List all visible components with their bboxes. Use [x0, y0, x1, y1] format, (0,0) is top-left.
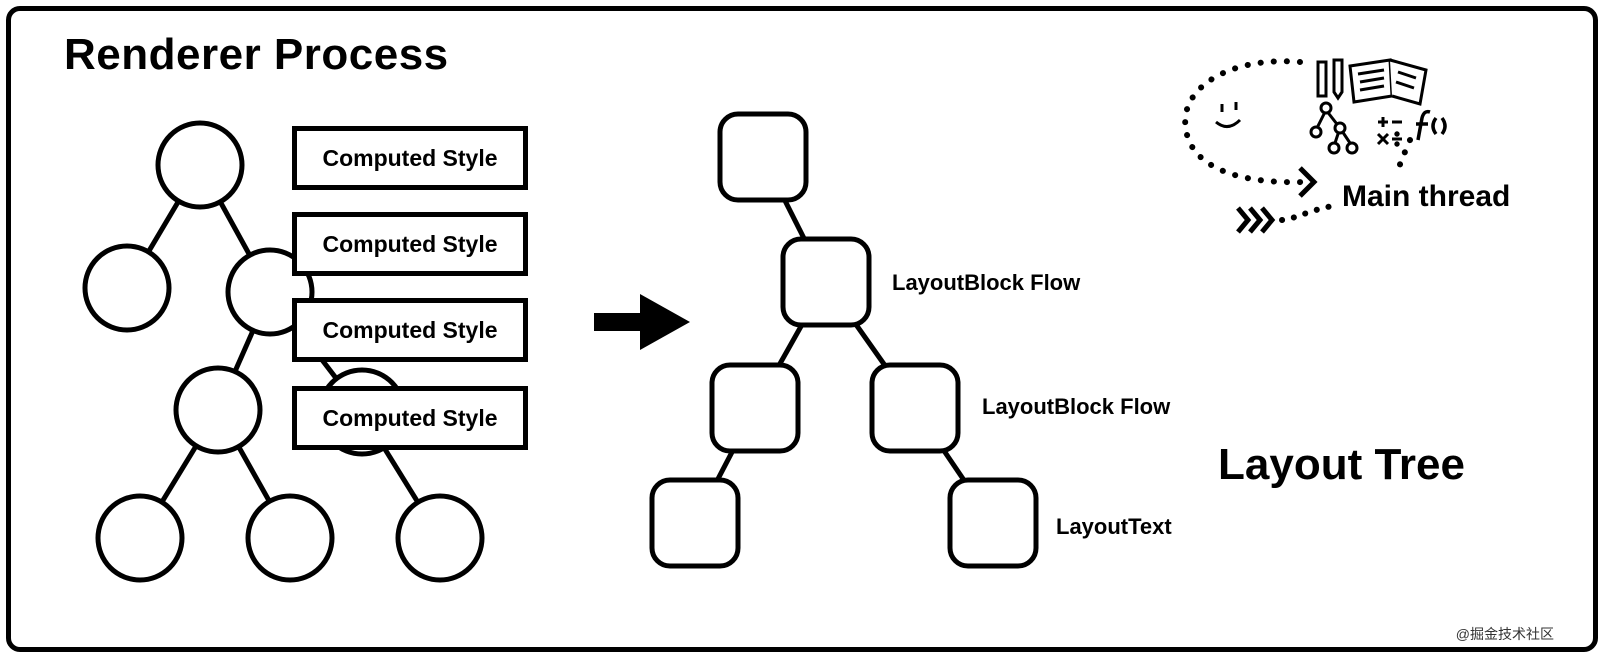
- watermark: @掘金技术社区: [1455, 626, 1554, 642]
- layout-node-text: [947, 477, 1039, 569]
- layout-node-label: LayoutBlock Flow: [982, 394, 1171, 419]
- layout-node-label: LayoutText: [1056, 514, 1172, 539]
- layout-tree-title: Layout Tree: [1218, 440, 1465, 489]
- dom-node-mid-left: [173, 365, 263, 455]
- loop-arrowhead-icon: [1298, 166, 1318, 198]
- dom-node-leaf-2: [245, 493, 335, 583]
- dom-node-leaf-3: [395, 493, 485, 583]
- computed-style-box: Computed Style: [292, 386, 528, 450]
- chevrons-icon: [1236, 206, 1276, 234]
- layout-node-label: LayoutBlock Flow: [892, 270, 1081, 295]
- layout-node-block-2: [869, 362, 961, 454]
- layout-node-leaf: [649, 477, 741, 569]
- layout-tree-nodes: [649, 111, 1039, 569]
- dom-node-root: [155, 120, 245, 210]
- smiley-icon: [1215, 102, 1242, 128]
- main-thread-label: Main thread: [1342, 180, 1511, 213]
- computed-style-box: Computed Style: [292, 298, 528, 362]
- dom-node-leaf-1: [95, 493, 185, 583]
- dom-node-left: [82, 243, 172, 333]
- renderer-process-title: Renderer Process: [64, 30, 449, 79]
- book-icon: [1348, 58, 1428, 106]
- dotted-loop: [1182, 58, 1307, 186]
- layout-node-left: [709, 362, 801, 454]
- math-icon: [1376, 117, 1402, 147]
- transform-arrow-icon: [594, 294, 690, 350]
- layout-node-root: [717, 111, 809, 203]
- computed-style-box: Computed Style: [292, 126, 528, 190]
- dom-node-right: [225, 247, 315, 337]
- layout-node-block-1: [780, 236, 872, 328]
- layout-tree-edges: [692, 155, 996, 525]
- tree-icon: [1309, 101, 1359, 155]
- function-icon: [1416, 109, 1447, 141]
- thread-illustration: [1182, 58, 1447, 234]
- computed-style-box: Computed Style: [292, 212, 528, 276]
- pencil-icon: [1316, 58, 1344, 101]
